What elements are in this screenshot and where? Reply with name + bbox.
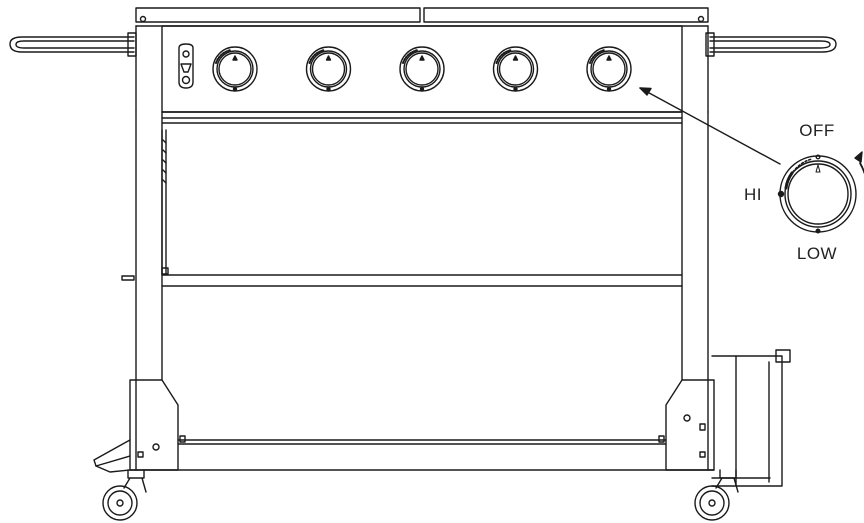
left-side-handle bbox=[9, 32, 137, 57]
bottle-opener-icon bbox=[178, 43, 194, 89]
caster-wheels bbox=[102, 469, 739, 521]
burner-knob bbox=[399, 46, 445, 92]
caster-wheel bbox=[102, 469, 147, 521]
dial-low-label: LOW bbox=[797, 244, 837, 263]
burner-knobs bbox=[212, 46, 632, 92]
burner-knob bbox=[492, 46, 539, 92]
grill-lid bbox=[135, 7, 709, 27]
burner-knob bbox=[305, 46, 352, 92]
cart-frame bbox=[129, 274, 715, 471]
caster-wheel bbox=[694, 469, 739, 521]
control-panel bbox=[135, 25, 709, 124]
burner-knob bbox=[212, 46, 258, 92]
left-leg bbox=[121, 111, 186, 471]
burner-knob bbox=[586, 46, 632, 92]
callout-arrow bbox=[639, 87, 781, 165]
right-leg bbox=[658, 111, 715, 471]
left-foot-bracket bbox=[93, 439, 131, 473]
dial-hi-label: HI bbox=[744, 185, 762, 204]
propane-tank-holder bbox=[711, 349, 791, 487]
dial-detail bbox=[777, 151, 864, 234]
dial-off-label: OFF bbox=[799, 121, 835, 140]
right-side-handle bbox=[705, 32, 837, 57]
